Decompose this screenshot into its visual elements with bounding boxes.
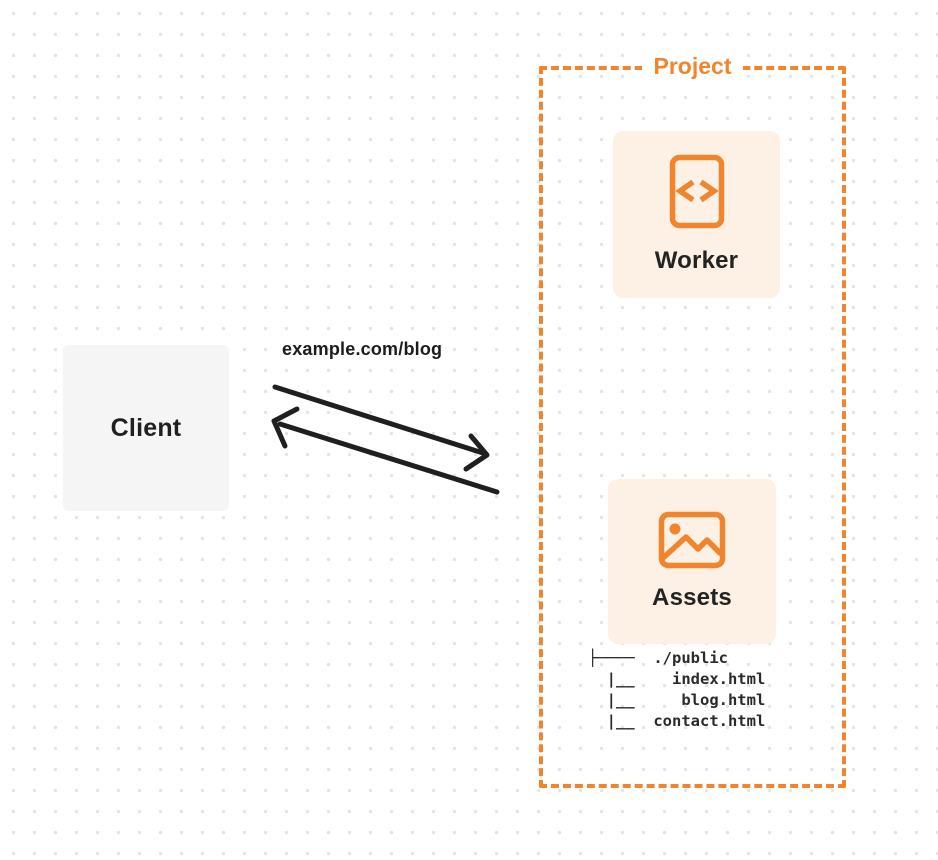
- assets-node: Assets: [608, 479, 776, 644]
- project-to-client-arrow: [271, 406, 500, 495]
- file-tree-line-blog: |__ blog.html: [588, 691, 766, 709]
- client-node: Client: [63, 345, 229, 511]
- worker-node: Worker: [613, 131, 780, 298]
- file-tree-line-contact: |__ contact.html: [588, 712, 766, 730]
- code-document-icon: [669, 154, 724, 229]
- assets-label: Assets: [652, 584, 732, 611]
- project-title: Project: [641, 53, 744, 80]
- worker-label: Worker: [654, 247, 739, 274]
- file-tree-line-public: ├──── ./public: [588, 649, 728, 667]
- assets-file-tree: ├──── ./public |__ index.html |__ blog.h…: [588, 648, 765, 732]
- client-label: Client: [110, 413, 182, 442]
- client-to-project-arrow: [272, 384, 490, 472]
- image-icon: [658, 511, 726, 569]
- project-container: Project Worker Assets ├──── ./public |__…: [539, 53, 846, 788]
- file-tree-line-index: |__ index.html: [588, 670, 766, 688]
- request-url-label: example.com/blog: [282, 339, 443, 359]
